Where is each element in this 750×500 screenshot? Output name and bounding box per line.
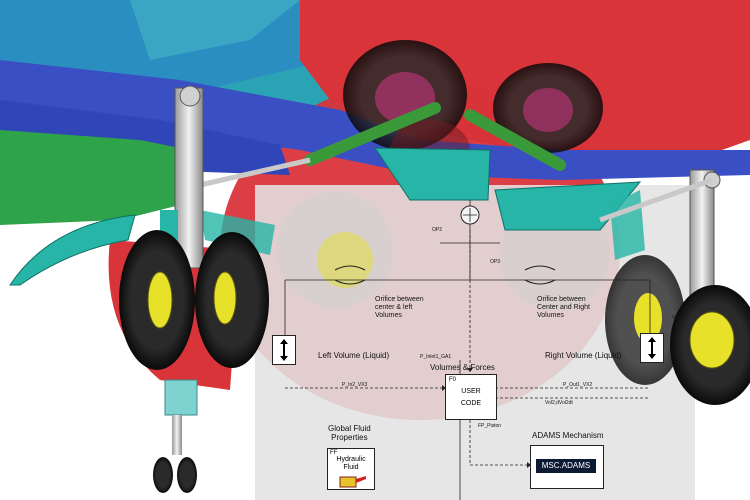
door-left (9, 214, 136, 286)
signal-vol2: Vol2,dVol2dt (545, 400, 573, 406)
user-code-line2: CODE (460, 400, 482, 407)
user-code-line1: USER (461, 388, 481, 395)
hydraulic-fluid-line2: Fluid (343, 464, 359, 471)
wing-teal-top (130, 0, 300, 60)
orifice-right-symbol-b (524, 279, 556, 285)
hydraulic-fluid-tag: FF (330, 450, 338, 456)
left-strut (174, 87, 204, 269)
signal-out1: P_Out1_VX2 (563, 382, 593, 388)
signal-in2: P_In2_VX3 (342, 382, 368, 388)
signal-inlet: P_Inlet1_GA1 (420, 354, 452, 360)
nose-gear-box (164, 379, 198, 416)
oil-can-icon (339, 476, 366, 488)
hydraulic-fluid-block[interactable]: FF Hydraulic Fluid (327, 448, 375, 490)
signal-op2: OP2 (432, 227, 443, 233)
volumes-forces-label: Volumes & Forces (430, 363, 495, 372)
flap-left (374, 147, 491, 201)
right-volume-block (640, 333, 664, 363)
nose-tire-right (177, 457, 197, 493)
arrow-adams (527, 462, 531, 468)
global-fluid-label: Global Fluid Properties (328, 424, 371, 442)
nose-tire-left (153, 457, 173, 493)
orifice-left-symbol (334, 265, 366, 271)
actuator-right (464, 109, 566, 171)
adams-block[interactable]: MSC.ADAMS (530, 445, 604, 489)
orifice-right-label: Orifice between Center and Right Volumes (537, 296, 590, 319)
signal-piston: FP_Piston (478, 423, 502, 429)
nose-gear-strut (172, 415, 182, 455)
actuator-left (304, 102, 441, 166)
wing-green (0, 130, 200, 225)
left-hub-1 (147, 271, 173, 329)
orifice-left-symbol-b (334, 279, 366, 285)
signal-op3: OP3 (490, 259, 501, 265)
left-volume-label: Left Volume (Liquid) (318, 351, 390, 360)
center-volume-cross (463, 208, 477, 222)
schematic-dashed-lines (285, 230, 650, 466)
center-hub-ghost-left (317, 232, 373, 288)
user-code-tag: F0 (449, 377, 457, 383)
door-center-left (200, 210, 275, 255)
left-hub-2 (213, 271, 237, 325)
actuator-rod (199, 157, 311, 188)
right-hub-front (689, 311, 735, 369)
left-volume-block (272, 335, 296, 365)
right-volume-label: Right Volume (Liquid) (545, 351, 622, 360)
left-strut-joint (179, 85, 201, 107)
top-hub-right (523, 88, 573, 132)
adams-title: ADAMS Mechanism (532, 431, 604, 440)
hydraulic-fluid-line1: Hydraulic (336, 456, 366, 463)
user-code-block[interactable]: F0 USER CODE (445, 374, 497, 420)
arrow-in2 (442, 385, 446, 391)
orifice-left-label: Orifice between center & left Volumes (375, 296, 424, 319)
adams-label: MSC.ADAMS (536, 459, 596, 473)
right-brace (599, 177, 713, 223)
signal-vx2: VX2 (672, 315, 682, 321)
orifice-right-symbol (524, 265, 556, 271)
arrow-inlet (467, 368, 473, 372)
right-hub-back (634, 293, 662, 343)
